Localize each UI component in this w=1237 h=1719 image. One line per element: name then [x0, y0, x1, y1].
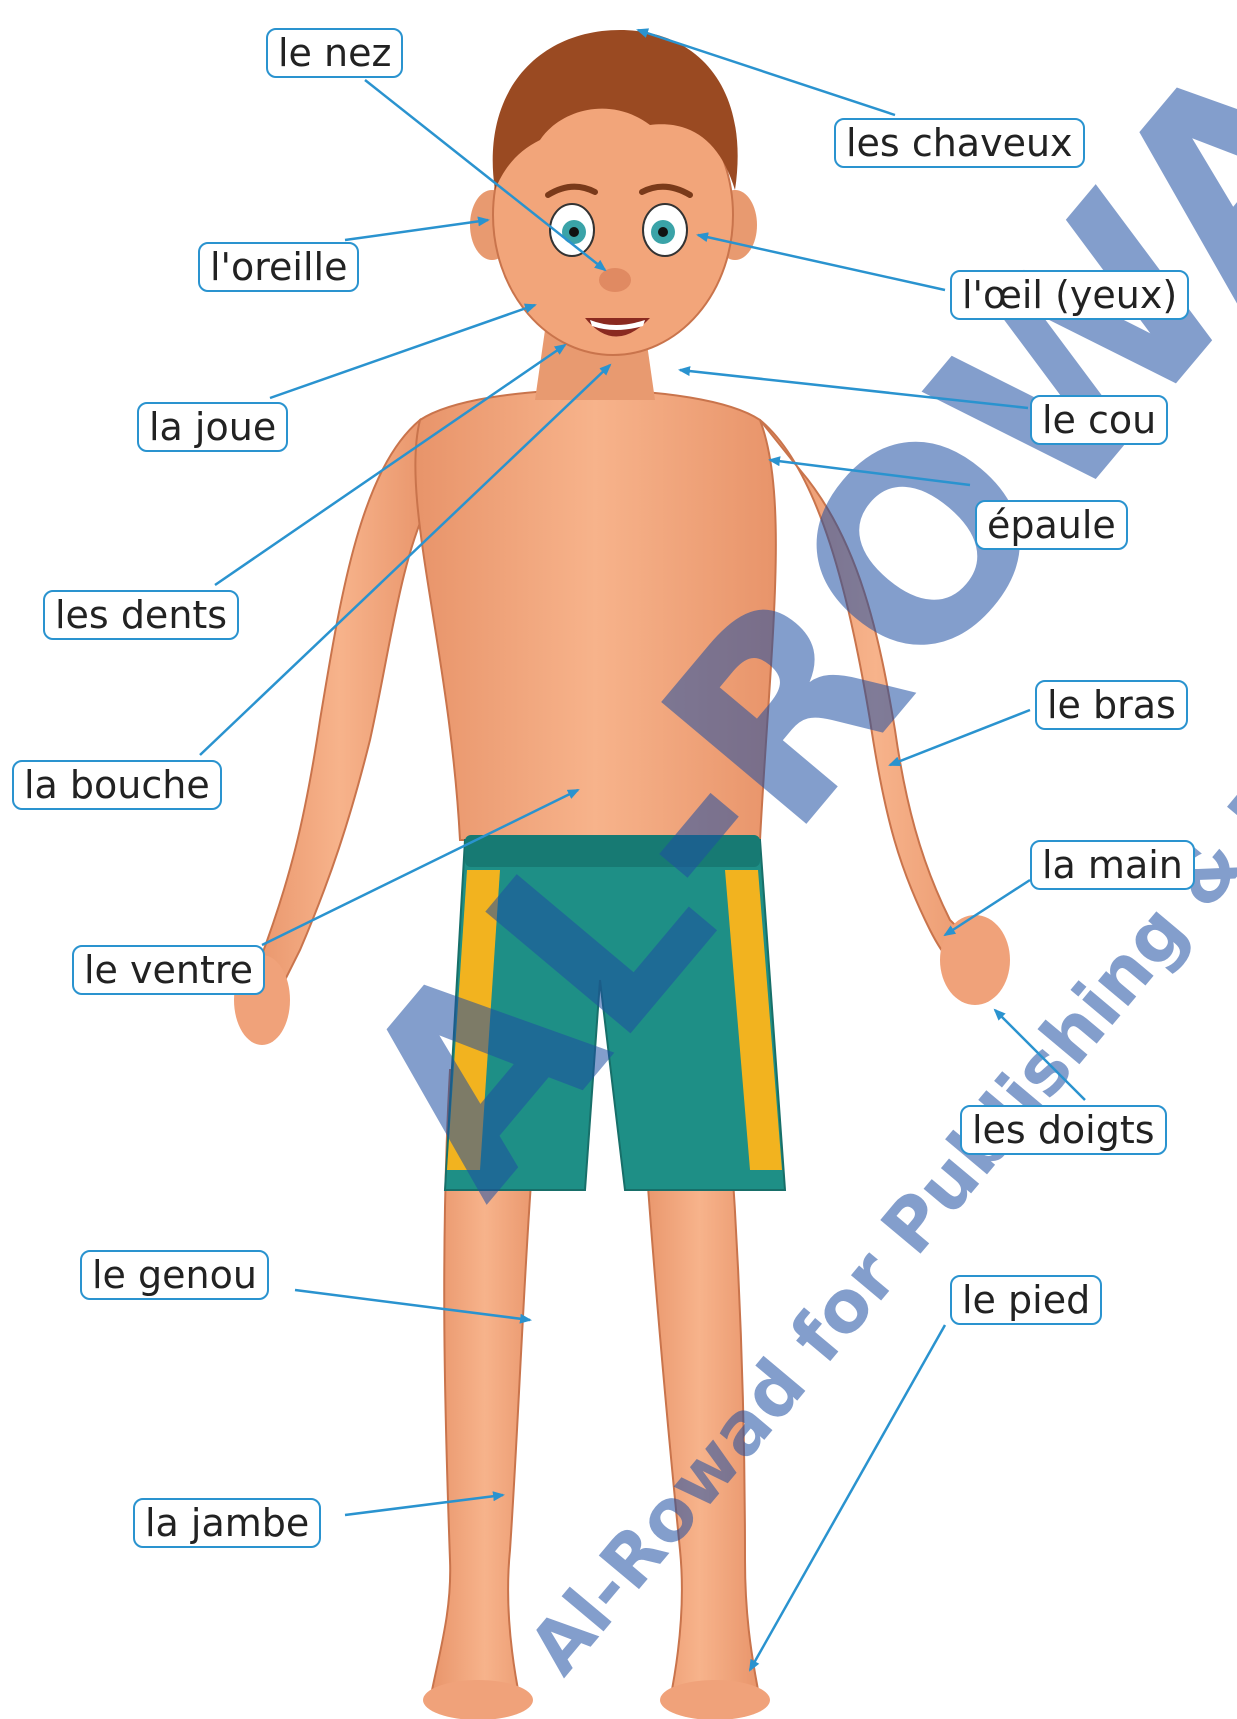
left-foot — [423, 1680, 533, 1719]
label-le-pied: le pied — [950, 1275, 1102, 1325]
label-la-main: la main — [1030, 840, 1195, 890]
label-la-joue: la joue — [137, 402, 288, 452]
right-hand — [940, 915, 1010, 1005]
label-le-nez: le nez — [266, 28, 403, 78]
nose — [599, 268, 631, 292]
right-pupil — [658, 227, 668, 237]
leader-doigts — [995, 1010, 1085, 1100]
torso — [415, 390, 776, 840]
label-les-cheveux: les chaveux — [834, 118, 1085, 168]
label-le-genou: le genou — [80, 1250, 269, 1300]
shorts-waistband — [465, 835, 760, 867]
right-foot — [660, 1680, 770, 1719]
label-la-bouche: la bouche — [12, 760, 222, 810]
label-epaule: épaule — [975, 500, 1128, 550]
leader-cou — [680, 370, 1028, 408]
label-le-cou: le cou — [1030, 395, 1168, 445]
leader-pied — [750, 1325, 945, 1670]
leader-oreille — [345, 220, 488, 240]
label-le-ventre: le ventre — [72, 945, 265, 995]
leader-oeil — [698, 235, 945, 290]
right-arm — [760, 420, 992, 984]
label-la-jambe: la jambe — [133, 1498, 321, 1548]
label-l-oreille: l'oreille — [198, 242, 359, 292]
label-les-dents: les dents — [43, 590, 239, 640]
label-le-bras: le bras — [1035, 680, 1188, 730]
left-arm — [249, 420, 430, 1018]
label-l-oeil: l'œil (yeux) — [950, 270, 1189, 320]
leader-bras — [890, 710, 1030, 765]
leader-joue — [270, 305, 535, 398]
label-les-doigts: les doigts — [960, 1105, 1167, 1155]
left-pupil — [569, 227, 579, 237]
